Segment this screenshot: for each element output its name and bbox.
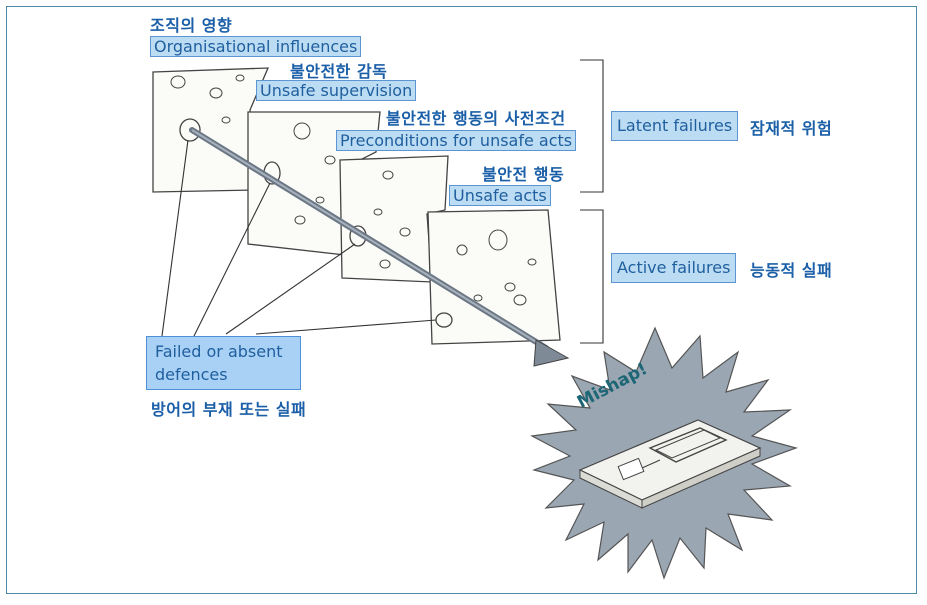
layer3-korean-label: 불안전한 행동의 사전조건 <box>386 109 566 128</box>
failed-defences-korean: 방어의 부재 또는 실패 <box>151 400 307 419</box>
latent-failures-label: Latent failures <box>611 111 739 141</box>
layer2-english-label: Unsafe supervision <box>256 80 417 101</box>
active-bracket <box>580 209 604 344</box>
layer4-korean-label: 불안전 행동 <box>482 165 565 184</box>
latent-failures-korean: 잠재적 위험 <box>750 119 833 138</box>
active-failures-label: Active failures <box>611 253 737 283</box>
diagram-frame <box>6 6 917 594</box>
cheese-slice-4 <box>427 209 561 345</box>
layer1-english-label: Organisational influences <box>150 36 362 57</box>
trajectory-arrow <box>189 127 570 367</box>
layer1-korean-label: 조직의 영향 <box>150 16 233 35</box>
failed-defences-label: Failed or absent defences <box>146 336 301 390</box>
mousetrap-icon <box>578 419 762 509</box>
layer4-english-label: Unsafe acts <box>449 185 551 206</box>
layer2-korean-label: 불안전한 감독 <box>290 62 388 81</box>
defence-pointer-lines <box>161 139 437 337</box>
cheese-slice-3 <box>339 155 449 283</box>
latent-bracket <box>580 59 604 193</box>
layer3-english-label: Preconditions for unsafe acts <box>336 130 577 151</box>
active-failures-korean: 능동적 실패 <box>750 261 833 280</box>
